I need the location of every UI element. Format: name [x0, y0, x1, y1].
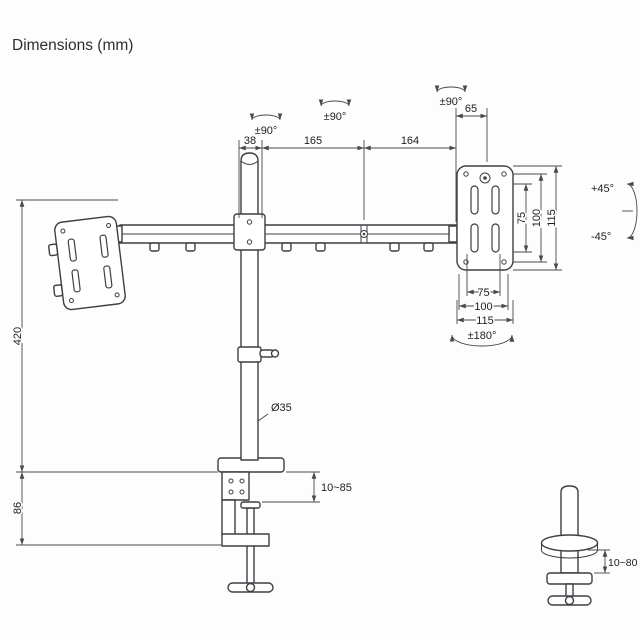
dim-label-165: 165 — [304, 135, 322, 147]
dim-label-65: 65 — [465, 103, 477, 115]
dim-top-horizontal: 38 165 164 65 — [238, 102, 488, 222]
dim-label-vesa-h-100: 100 — [474, 301, 492, 313]
swivel-label: ±180° — [468, 330, 497, 342]
right-vesa-plate — [456, 165, 514, 271]
cable-clip — [149, 242, 160, 252]
rotation-indicator-plate: ±90° — [434, 85, 468, 110]
dim-label-vesa-v-115: 115 — [546, 209, 558, 227]
swivel-indicator: ±180° — [449, 329, 515, 347]
pole-diameter-callout: Ø35 — [257, 401, 293, 422]
dim-label-38: 38 — [244, 135, 256, 147]
tilt-indicator: +45° -45° — [590, 182, 638, 245]
rotation-label: ±90° — [255, 125, 278, 137]
dim-label-vesa-h-115: 115 — [476, 315, 494, 327]
tilt-down-label: -45° — [591, 231, 611, 243]
cable-clip — [389, 242, 400, 252]
dim-label-vesa-v-100: 100 — [531, 209, 543, 227]
dim-left-vertical: 420 86 — [11, 199, 222, 546]
dim-label-vesa-v-75: 75 — [516, 212, 528, 224]
dim-vesa-horizontal: 75 100 115 — [456, 254, 514, 329]
cable-clip — [281, 242, 292, 252]
tilt-up-label: +45° — [591, 183, 614, 195]
cable-clip — [423, 242, 434, 252]
crossbar-arm — [113, 213, 458, 252]
dim-label-164: 164 — [401, 135, 419, 147]
dim-label-clamp-range: 10~85 — [321, 482, 352, 494]
rotation-indicator-pole: ±90° — [249, 113, 283, 139]
dim-clamp-range: 10~85 — [262, 471, 353, 503]
dim-grommet-range: 10~80 — [588, 549, 639, 574]
rotation-label: ±90° — [324, 111, 347, 123]
center-hub — [233, 213, 266, 251]
grommet-mount — [540, 485, 599, 606]
rotation-label: ±90° — [440, 96, 463, 108]
rotation-indicator-arm: ±90° — [318, 99, 352, 125]
left-vesa-plate — [48, 215, 126, 311]
dim-vesa-vertical: 75 100 115 — [513, 165, 562, 271]
dim-label-grommet-range: 10~80 — [608, 557, 638, 569]
dim-label-420: 420 — [12, 327, 24, 345]
page-title: Dimensions (mm) — [12, 37, 133, 54]
dim-label-86: 86 — [12, 502, 24, 514]
desk-clamp — [217, 457, 285, 593]
cable-clip — [185, 242, 196, 252]
cable-clip — [315, 242, 326, 252]
dim-label-dia35: Ø35 — [271, 402, 292, 414]
dim-label-vesa-h-75: 75 — [477, 287, 489, 299]
